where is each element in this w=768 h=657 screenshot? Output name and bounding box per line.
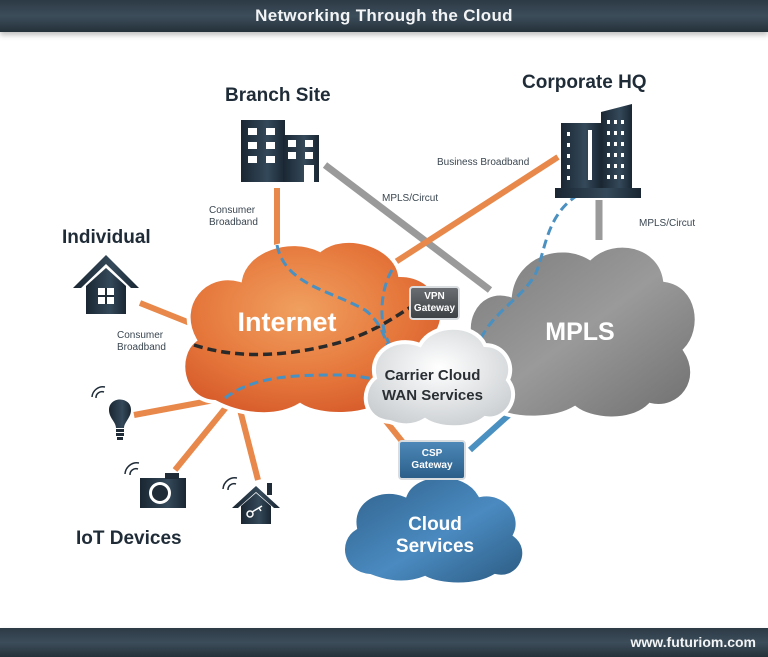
smart-home-to-internet-line	[235, 401, 261, 481]
skyscraper-icon	[555, 104, 641, 198]
hq-mpls-circuit-label: MPLS/Circut	[639, 218, 696, 229]
carrier-cloud-line2: WAN Services	[382, 387, 483, 404]
footer-url[interactable]: www.futuriom.com	[630, 634, 756, 650]
branch-mpls-circuit-label: MPLS/Circut	[382, 193, 439, 204]
branch-to-mpls-line	[322, 162, 493, 293]
smart-home-lock-icon	[222, 477, 280, 524]
carrier-cloud	[363, 325, 516, 430]
vpn-gateway: VPN Gateway	[409, 286, 460, 320]
footer-banner: www.futuriom.com	[0, 628, 768, 657]
individual-label: Individual	[62, 227, 151, 248]
hq-to-internet-business-broadband-line	[378, 154, 560, 275]
cloud-services-line2: Services	[395, 536, 475, 557]
carrier-cloud-line1: Carrier Cloud	[384, 367, 481, 384]
title-banner: Networking Through the Cloud	[0, 0, 768, 32]
office-building-icon	[241, 120, 319, 182]
csp-gateway-line1: CSP	[421, 448, 443, 459]
house-icon	[73, 255, 139, 314]
carrier-cloud-label: Carrier Cloud WAN Services	[370, 366, 495, 406]
corporate-hq-label: Corporate HQ	[522, 72, 647, 93]
branch-to-carrier-dashed	[275, 244, 397, 361]
cloud-services-label: Cloud Services	[385, 514, 485, 558]
smart-camera-icon	[124, 462, 186, 508]
individual-consumer-line1: Consumer	[117, 330, 164, 341]
individual-consumer-line2: Broadband	[117, 342, 166, 353]
branch-consumer-line1: Consumer	[209, 205, 256, 216]
diagram-title: Networking Through the Cloud	[255, 6, 513, 25]
internet-low-dashed	[224, 373, 379, 400]
mpls-label: MPLS	[545, 318, 615, 346]
camera-to-internet-line	[172, 398, 235, 472]
iot-devices-label: IoT Devices	[76, 528, 182, 549]
csp-gateway: CSP Gateway	[398, 440, 466, 480]
internet-label: Internet	[237, 307, 337, 337]
hq-business-broadband-label: Business Broadband	[437, 157, 530, 168]
individual-consumer-broadband-label: Consumer Broadband	[117, 330, 166, 354]
branch-consumer-line2: Broadband	[209, 217, 258, 228]
smart-bulb-icon	[91, 386, 131, 440]
vpn-gateway-line2: Gateway	[413, 303, 456, 314]
cloud-services-cloud	[341, 473, 527, 587]
branch-consumer-broadband-label: Consumer Broadband	[209, 205, 258, 229]
vpn-gateway-line1: VPN	[424, 291, 445, 302]
internet-right-dashed	[380, 269, 394, 346]
cloud-services-line1: Cloud	[408, 514, 462, 535]
branch-site-label: Branch Site	[225, 85, 331, 106]
csp-gateway-line2: Gateway	[411, 460, 453, 471]
vpn-tunnel-dashed	[193, 303, 415, 357]
